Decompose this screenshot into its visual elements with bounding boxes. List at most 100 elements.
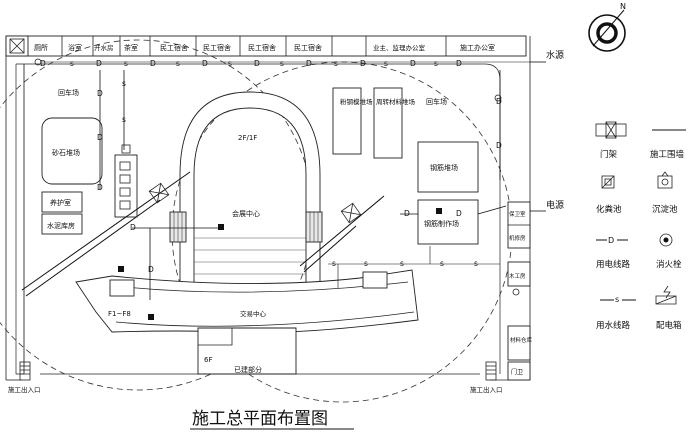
main-building: 2F/1F 会展中心 F1~F8 交易中心 6F 已建部分 [75, 91, 419, 375]
label-entrance-right: 施工出入口 [470, 385, 503, 394]
s-mark: s [440, 259, 444, 268]
label-exchange: 交易中心 [240, 309, 267, 318]
legend-label-sediment: 沉淀池 [652, 204, 678, 215]
legend-item-septic: 化粪池 [596, 175, 622, 215]
label-huiche-left: 回车场 [58, 88, 79, 97]
label-sand-stone: 砂石堆场 [52, 148, 80, 157]
top-building-strip: 厕所 浴室 开水房 茶室 民工宿舍 民工宿舍 民工宿舍 民工宿舍 业主、监理办公… [5, 35, 527, 57]
d-mark: D [360, 59, 366, 68]
distribution-box-icon [655, 285, 677, 305]
legend-item-hydrant: 消火栓 [656, 233, 682, 270]
room-dorm-2: 民工宿舍 [203, 43, 231, 52]
sediment-tank-icon [657, 171, 673, 189]
room-site-office: 施工办公室 [460, 43, 495, 52]
legend-label-power: 用电线路 [596, 259, 631, 270]
site-entrances: 施工出入口 施工出入口 [8, 385, 503, 394]
gate-frame-icon [595, 121, 627, 139]
d-mark: D [148, 265, 154, 274]
s-mark: s [400, 259, 404, 268]
s-mark: s [122, 115, 126, 124]
s-mark: s [474, 259, 478, 268]
label-steel-mold-text: 粉钢模堆场 [340, 97, 373, 106]
room-toilet: 厕所 [34, 43, 48, 52]
room-tea: 茶室 [124, 43, 138, 52]
d-mark: D [202, 59, 208, 68]
d-mark: D [97, 183, 103, 192]
legend-water-mark: s [615, 295, 619, 304]
label-gate: 门卫 [511, 368, 523, 376]
d-mark: D [496, 97, 502, 106]
legend-item-power: D 用电线路 [596, 236, 631, 270]
right-building-strip: 保卫室 机修房 木工房 材料仓库 门卫 [507, 201, 533, 381]
label-material: 材料仓库 [510, 336, 533, 344]
label-curing-room: 养护室 [50, 198, 71, 207]
label-steel-mold: 粉钢模堆场 [340, 97, 373, 106]
label-floors-left: F1~F8 [108, 310, 131, 318]
room-dorm-4: 民工宿舍 [294, 43, 322, 52]
water-line-icon: s [600, 295, 636, 304]
d-mark: D [254, 59, 260, 68]
power-line-icon: D [596, 236, 628, 245]
d-mark: D [130, 223, 136, 232]
s-mark: s [124, 59, 128, 68]
tower-crane-right [299, 195, 385, 273]
label-water-source: 水源 [546, 49, 564, 61]
d-mark: D [410, 59, 416, 68]
label-meeting-center: 会展中心 [232, 209, 260, 218]
room-dorm-1: 民工宿舍 [160, 43, 188, 52]
label-rebar-yard: 钢筋堆场 [430, 163, 458, 172]
site-fence [5, 36, 531, 381]
legend-item-gate: 门架 [595, 121, 627, 160]
label-guard-room: 保卫室 [509, 210, 526, 218]
line-markers: D D D D D D D D D s s s s s s s s D D D … [40, 59, 502, 274]
s-mark: s [384, 59, 388, 68]
d-mark: D [150, 59, 156, 68]
label-6f: 6F [204, 356, 212, 364]
label-floors-top: 2F/1F [238, 134, 257, 142]
legend-item-fence: 施工围墙 [650, 129, 686, 160]
label-entrance-left: 施工出入口 [8, 385, 41, 394]
septic-tank-icon [601, 175, 615, 189]
room-dorm-3: 民工宿舍 [248, 43, 276, 52]
d-mark: D [456, 209, 462, 218]
d-mark: D [97, 133, 103, 142]
label-power-source: 电源 [546, 199, 564, 211]
drawing-title: 施工总平面布置图 [192, 409, 328, 429]
hydrant-icon [659, 233, 673, 247]
d-mark: D [97, 89, 103, 98]
room-boiler: 开水房 [94, 43, 114, 52]
legend-label-gate: 门架 [600, 149, 618, 160]
legend-power-mark: D [608, 236, 614, 245]
label-cement-store: 水泥库房 [47, 221, 75, 230]
source-labels: 水源 电源 [530, 49, 564, 212]
site-distribution-boxes [118, 208, 442, 320]
room-owner-office: 业主、监理办公室 [373, 43, 426, 52]
s-mark: s [364, 259, 368, 268]
s-mark: s [332, 259, 336, 268]
legend-label-hydrant: 消火栓 [656, 259, 682, 270]
legend-label-fence: 施工围墙 [650, 149, 685, 160]
s-mark: s [122, 79, 126, 88]
s-mark: s [176, 59, 180, 68]
legend-label-septic: 化粪池 [596, 204, 622, 215]
room-bath: 浴室 [68, 43, 82, 52]
compass-icon: N [588, 2, 626, 52]
legend-item-water: s 用水线路 [596, 295, 636, 331]
water-lines [40, 61, 530, 288]
label-turnover: 周转材料堆场 [376, 97, 416, 106]
legend-label-water: 用水线路 [596, 320, 631, 331]
compass-north-letter: N [620, 2, 626, 11]
d-mark: D [96, 59, 102, 68]
site-hydrants [34, 58, 520, 296]
legend-item-sediment: 沉淀池 [652, 171, 678, 215]
d-mark: D [456, 59, 462, 68]
left-yard: 回车场 砂石堆场 养护室 水泥库房 [41, 88, 138, 235]
d-mark: D [496, 141, 502, 150]
label-tool-room: 机修房 [509, 234, 526, 242]
label-built-part: 已建部分 [234, 365, 262, 374]
s-mark: s [228, 59, 232, 68]
legend-label-distribution: 配电箱 [656, 320, 682, 331]
label-huiche-right: 回车场 [426, 97, 447, 106]
d-mark: D [306, 59, 312, 68]
s-mark: s [434, 59, 438, 68]
